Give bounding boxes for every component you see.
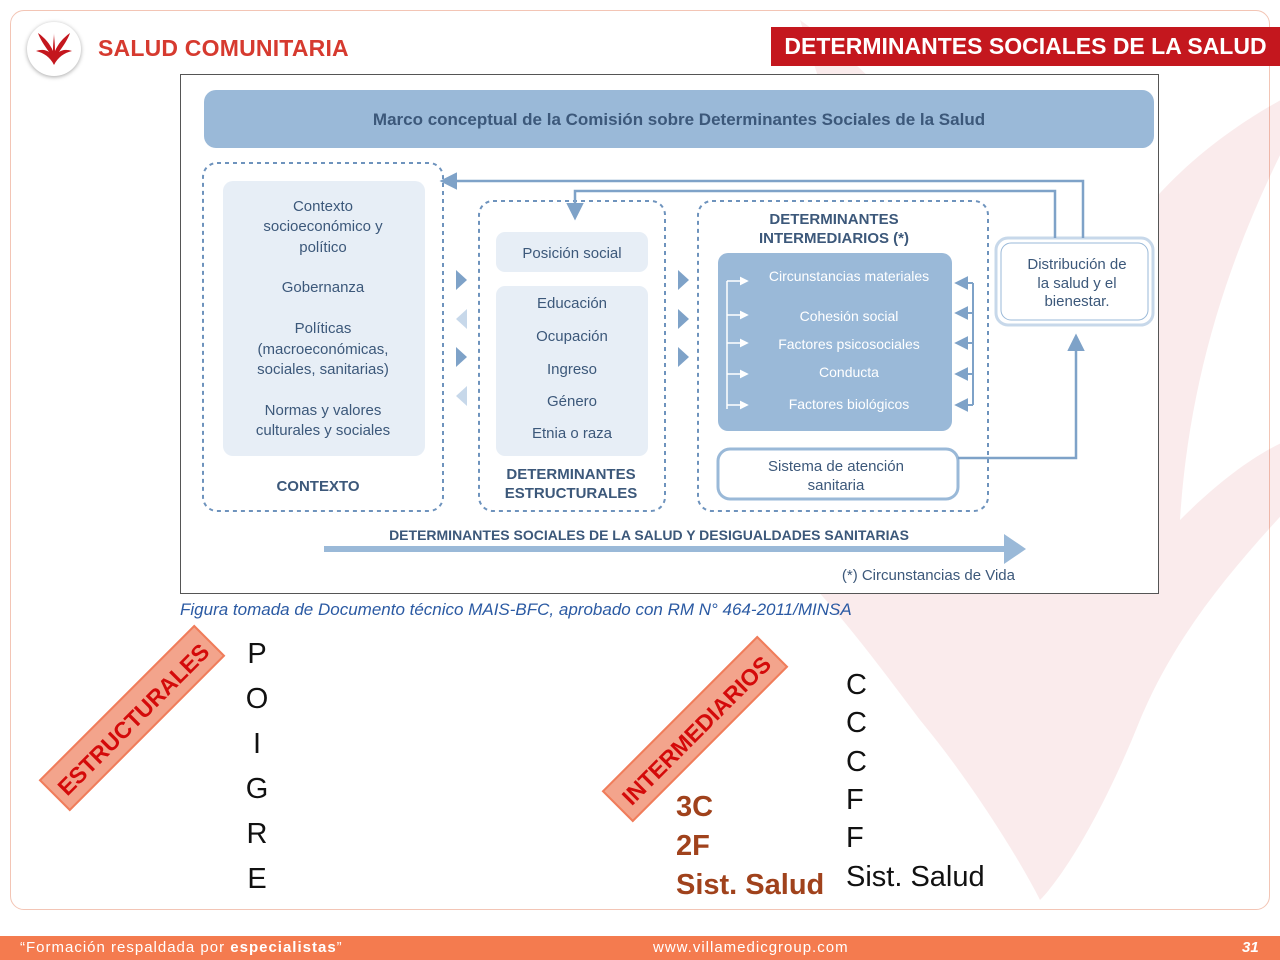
health-system-line: sanitaria [808,477,865,494]
intermediarios-summary: 3C 2F Sist. Salud [676,788,824,905]
footer-bar: “Formación respaldada por especialistas”… [0,936,1280,960]
intermediate-label-line: DETERMINANTES [769,211,898,228]
context-panel [223,181,425,456]
summary-line: 3C [676,791,714,823]
structural-item: Género [547,393,597,410]
summary-line: 2F [676,830,710,862]
context-line: socioeconómico y [263,218,383,235]
structural-label-line: DETERMINANTES [506,466,635,483]
bottom-arrow-label: DETERMINANTES SOCIALES DE LA SALUD Y DES… [389,527,909,543]
context-structural-chevrons [456,270,467,406]
estructurales-letter: O [245,683,269,715]
slide-frame [10,10,1270,910]
intermediarios-letter: Sist. Salud [846,861,985,893]
figure-title: Marco conceptual de la Comisión sobre De… [373,110,985,129]
structural-item: Educación [537,295,607,312]
context-line: Políticas [295,320,352,337]
social-position: Posición social [522,245,621,262]
phoenix-icon [36,33,72,65]
bottom-arrow-head [1004,534,1026,564]
estructurales-letter: R [246,818,268,850]
health-system-line: Sistema de atención [768,458,904,475]
intermediate-item: Circunstancias materiales [769,268,929,284]
brand-logo [27,22,81,76]
bottom-arrow-shaft [324,546,1004,552]
distribution-line: la salud y el [1037,275,1116,292]
figure-caption: Figura tomada de Documento técnico MAIS-… [180,600,852,619]
structural-item: Ocupación [536,328,608,345]
page-number: 31 [1242,939,1259,956]
footer-quote-end: ” [336,939,343,956]
distribution-line: bienestar. [1044,293,1109,310]
intermediate-item: Factores biológicos [789,396,910,412]
structural-intermediate-chevrons [678,270,689,367]
structural-item: Ingreso [547,361,597,378]
context-line: Normas y valores [265,402,382,419]
feedback-loop-arrows [439,172,1085,460]
context-line: Contexto [293,198,353,215]
intermediate-feedback-arrows [954,276,974,412]
footer-quote: “Formación respaldada por especialistas” [20,936,343,960]
estructurales-letter: G [245,773,269,805]
context-line: Gobernanza [282,279,365,296]
context-line: sociales, sanitarias) [257,361,389,378]
structural-dashed-box [478,200,666,512]
estructurales-letter: E [247,863,267,895]
health-system-box [716,447,960,501]
context-line: culturales y sociales [256,422,390,439]
brand-name: SALUD COMUNITARIA [98,35,349,61]
footer-website-link[interactable]: www.villamedicgroup.com [653,939,849,956]
estructurales-letter: I [252,728,262,760]
structural-item: Etnia o raza [532,425,613,442]
intermediarios-letter: C [846,707,867,739]
figure-footnote: (*) Circunstancias de Vida [842,567,1016,584]
distribution-inner-border [1000,242,1149,321]
conceptual-framework-figure: Marco conceptual de la Comisión sobre De… [180,74,1159,594]
intermediarios-letter: F [846,822,864,854]
intermediate-dashed-box [697,200,989,512]
figure-title-banner [204,90,1154,148]
context-dashed-box [202,162,444,512]
section-title: DETERMINANTES SOCIALES DE LA SALUD [771,27,1280,66]
intermediate-item: Cohesión social [800,308,899,324]
footer-quote-text: “Formación respaldada por [20,939,231,956]
intermediate-label-line: INTERMEDIARIOS (*) [759,230,909,247]
footer-quote-bold: especialistas [230,939,337,956]
intermediate-item: Factores psicosociales [778,336,920,352]
summary-line: Sist. Salud [676,869,825,901]
context-label: CONTEXTO [276,478,359,495]
intermediarios-letter: C [846,669,867,701]
social-position-box [496,232,648,272]
context-line: político [299,239,347,256]
intermediate-panel [718,253,952,431]
distribution-line: Distribución de [1027,256,1126,273]
intermediarios-letter: C [846,746,867,778]
intermediarios-letter: F [846,784,864,816]
structural-label-line: ESTRUCTURALES [505,485,638,502]
intermediate-inner-arrows [726,276,749,410]
intermediate-item: Conducta [819,364,879,380]
distribution-box [994,236,1155,327]
estructurales-letter: P [247,638,267,670]
context-line: (macroeconómicas, [258,341,389,358]
structural-items-box [496,286,648,456]
